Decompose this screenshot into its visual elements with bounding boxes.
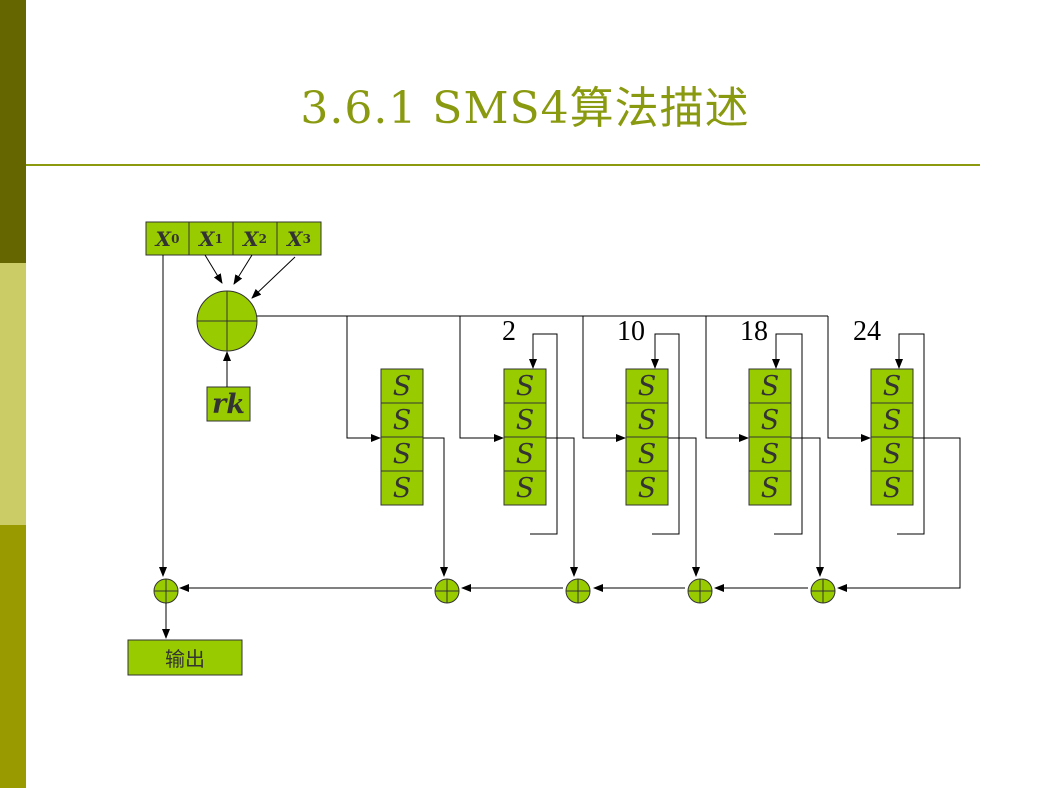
sbox-column-3: [748, 368, 792, 506]
output-label: 输出: [165, 647, 205, 671]
slide-title: 3.6.1 SMS4算法描述: [300, 83, 750, 134]
sbox-label: S: [637, 472, 657, 504]
x2-to-xor-arrow: [233, 254, 253, 285]
register-x1-base: X: [199, 226, 215, 251]
xor-icon: [434, 578, 460, 604]
round-key-label: rk: [212, 388, 245, 420]
register-x2-base: X: [243, 226, 259, 251]
stage0-output-arrow: [423, 437, 448, 577]
sidebar-bottom-segment: [0, 525, 26, 788]
register-x1-sub: 1: [214, 231, 223, 246]
sbox-label: S: [637, 438, 657, 470]
sbox-label: S: [515, 404, 535, 436]
sbox-label: S: [882, 472, 902, 504]
sidebar-middle-segment: [0, 263, 26, 525]
register-x3-sub: 3: [302, 231, 311, 246]
x1-to-xor-arrow: [204, 254, 223, 284]
sbox-label: S: [392, 472, 412, 504]
sbox-label: S: [392, 370, 412, 402]
register-x3-base: X: [287, 226, 303, 251]
rotation-label-24: 24: [853, 316, 881, 347]
xor-icon: [810, 578, 836, 604]
sbox-column-0: [380, 368, 424, 506]
sbox-label: S: [760, 438, 780, 470]
sbox-label: S: [882, 404, 902, 436]
sbox-label: S: [882, 370, 902, 402]
sbox-label: S: [637, 370, 657, 402]
sbox-label: S: [882, 438, 902, 470]
sbox-label: S: [637, 404, 657, 436]
sbox-column-4: [870, 368, 914, 506]
output-box: [127, 639, 243, 676]
sbox-label: S: [760, 404, 780, 436]
stage-rot2: [459, 316, 578, 577]
sbox-label: S: [392, 404, 412, 436]
xor-icon: [153, 578, 179, 604]
sbox-column-2: [625, 368, 669, 506]
rk-box: [206, 386, 251, 422]
stage0-input-arrow: [346, 316, 381, 442]
stage-rot24: [827, 316, 961, 592]
rotation-label-18: 18: [740, 316, 768, 347]
register-x0-base: X: [155, 226, 172, 251]
title-divider: [26, 164, 980, 166]
stage-rot18: [705, 316, 824, 577]
stage-rot10: [582, 316, 700, 577]
sbox-column-1: [503, 368, 547, 506]
register-x0-sub: 0: [171, 231, 180, 246]
input-register: [145, 221, 322, 256]
rotation-label-10: 10: [617, 316, 645, 347]
xor-icon: [565, 578, 591, 604]
rotation-label-2: 2: [502, 316, 516, 347]
sidebar-top-segment: [0, 0, 26, 263]
register-x2-sub: 2: [258, 231, 267, 246]
xor-icon: [687, 578, 713, 604]
sbox-label: S: [515, 370, 535, 402]
x3-to-xor-arrow: [251, 256, 296, 299]
sbox-label: S: [515, 438, 535, 470]
big-xor-icon: [196, 290, 258, 352]
sbox-label: S: [760, 472, 780, 504]
sbox-label: S: [515, 472, 535, 504]
sbox-label: S: [760, 370, 780, 402]
sbox-label: S: [392, 438, 412, 470]
